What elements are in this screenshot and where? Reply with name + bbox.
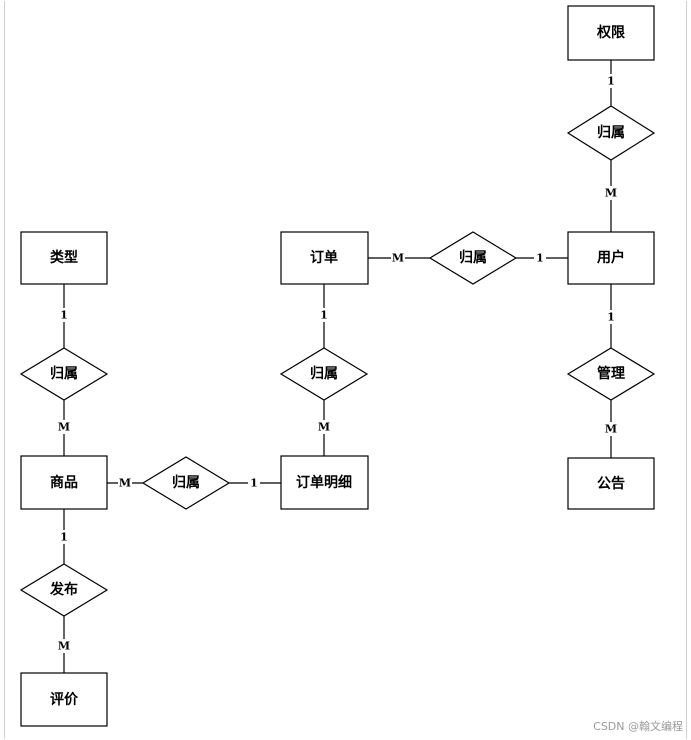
- relation-user-notice: 管理: [566, 347, 656, 401]
- relation-permission-user: 归属: [566, 105, 656, 161]
- entity-review-label: 评价: [50, 692, 79, 708]
- entity-type: 类型: [20, 231, 108, 285]
- entity-product-label: 商品: [50, 474, 78, 491]
- cardinality-label: M: [119, 477, 131, 490]
- cardinality-label: M: [318, 421, 330, 434]
- relation-type-product: 归属: [19, 347, 109, 401]
- cardinality-label: 1: [536, 252, 544, 265]
- relation-product-review: 发布: [19, 563, 109, 617]
- entity-permission-label: 权限: [596, 24, 625, 41]
- cardinality-label: M: [392, 252, 404, 265]
- cardinality-label: 1: [250, 477, 258, 490]
- relation-order-detail-order: 归属: [279, 347, 369, 401]
- cardinality-label: M: [58, 421, 70, 434]
- cardinality-label: 1: [320, 309, 328, 322]
- cardinality-label: M: [58, 640, 70, 653]
- watermark: CSDN @翰文编程: [593, 720, 683, 733]
- relation-order-user-label: 归属: [459, 249, 487, 266]
- cardinality-label: 1: [607, 311, 615, 324]
- entity-user: 用户: [567, 231, 655, 285]
- entity-product: 商品: [20, 455, 108, 510]
- cardinality-label: M: [605, 423, 617, 436]
- relation-product-order-detail: 归属: [141, 456, 231, 510]
- cardinality-label: M: [605, 187, 617, 200]
- entity-notice: 公告: [567, 457, 655, 510]
- relation-order-detail-order-label: 归属: [310, 365, 338, 382]
- entity-order-label: 订单: [310, 249, 338, 266]
- relation-product-review-label: 发布: [49, 581, 78, 598]
- entity-review: 评价: [20, 672, 108, 727]
- relation-permission-user-label: 归属: [597, 124, 625, 141]
- relation-order-user: 归属: [428, 231, 518, 285]
- cardinality-label: 1: [60, 309, 68, 322]
- cardinality-labels: 1 M M 1 1 M 1 M 1 M M 1 1 M: [57, 74, 618, 653]
- entity-type-label: 类型: [50, 249, 78, 266]
- entity-order-detail-label: 订单明细: [296, 474, 352, 491]
- relation-product-order-detail-label: 归属: [172, 474, 200, 491]
- entity-permission: 权限: [567, 5, 655, 61]
- entity-user-label: 用户: [597, 249, 625, 266]
- cardinality-label: 1: [607, 75, 615, 88]
- cardinality-label: 1: [60, 531, 68, 544]
- entity-order: 订单: [280, 231, 369, 285]
- relation-user-notice-label: 管理: [597, 365, 625, 382]
- left-frame-line: [4, 1, 5, 739]
- entity-order-detail: 订单明细: [280, 455, 369, 510]
- relation-type-product-label: 归属: [50, 365, 78, 382]
- right-frame-line: [686, 1, 687, 739]
- entity-notice-label: 公告: [597, 475, 625, 492]
